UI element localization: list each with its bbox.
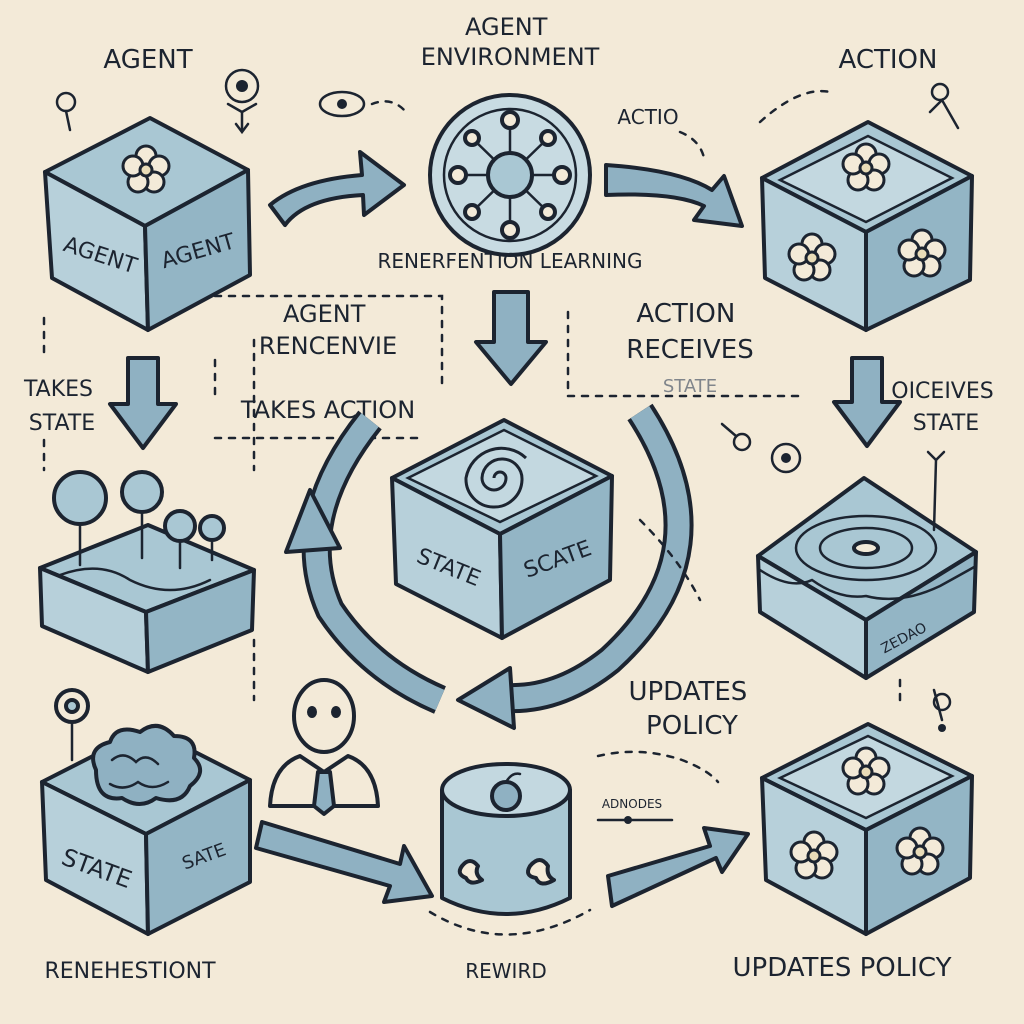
- terrain-trees-block: [38, 470, 256, 674]
- environment-hub: [428, 93, 592, 257]
- slider-knob: [624, 816, 632, 824]
- apple-icon: [490, 772, 522, 812]
- label-actio: ACTIO: [617, 105, 678, 129]
- hook-icon: [758, 82, 960, 130]
- dashed-frame-right: [566, 310, 802, 398]
- label-updates-policy-mid-line2: POLICY: [646, 711, 738, 741]
- label-action-receives-line2: RECEIVES: [626, 335, 753, 365]
- tree-icon: [120, 470, 164, 560]
- label-agent-environment-line1: AGENT: [465, 13, 548, 41]
- tree-icon: [198, 514, 226, 562]
- label-action-top: ACTION: [839, 45, 938, 75]
- arrow-down-center: [474, 290, 548, 386]
- state-box-bottom-left: STATE SATE: [40, 724, 252, 936]
- pin-icon: [54, 688, 90, 762]
- pin-icon: [55, 91, 77, 132]
- person-icon: [268, 678, 380, 816]
- label-oiceives-state-line2: STATE: [913, 411, 979, 436]
- tree-icon: [52, 470, 108, 567]
- label-agent-rencenvie-line2: RENCENVIE: [259, 332, 397, 360]
- action-box: [760, 120, 974, 332]
- target-small-icon: [770, 442, 802, 474]
- dashed-frame-left: [213, 294, 444, 402]
- blob-icon: [457, 859, 484, 885]
- arrow-environment-to-action: [604, 163, 744, 228]
- label-agent-rencenvie: AGENT RENCENVIE: [259, 300, 397, 360]
- label-action-receives-line1: ACTION: [636, 299, 735, 329]
- label-updates-policy-bottom: UPDATES POLICY: [733, 953, 952, 983]
- label-agent-environment-line2: ENVIRONMENT: [421, 43, 600, 71]
- label-updates-policy-mid-line1: UPDATES: [628, 677, 747, 707]
- label-faint-state: STATE: [663, 376, 717, 397]
- tree-icon: [163, 509, 197, 570]
- label-takes-state-line1: TAKES: [23, 377, 93, 402]
- spiral-icon: [464, 446, 528, 509]
- label-agent-environment: AGENT ENVIRONMENT: [421, 13, 600, 71]
- label-updates-policy-mid: UPDATES POLICY: [628, 677, 755, 741]
- blob-icon: [526, 858, 556, 886]
- policy-box: [760, 722, 974, 936]
- label-reneestiont: RENEHESTIONT: [44, 959, 216, 984]
- pin-icon: [932, 688, 952, 732]
- dashed-arc-bottom: [428, 908, 592, 936]
- brain-icon: [91, 724, 202, 806]
- knob-icon: [720, 422, 752, 452]
- arrow-state-to-reward: [254, 820, 434, 904]
- dashed-connector-mid: [596, 750, 720, 784]
- label-adnodes: ADNODES: [602, 797, 662, 811]
- arrow-down-left: [108, 356, 178, 450]
- arrow-agent-to-environment: [268, 150, 406, 227]
- target-plate-block: ZEDAO: [756, 450, 978, 680]
- label-agent-top: AGENT: [103, 45, 192, 75]
- label-action-receives: ACTION RECEIVES: [626, 299, 753, 365]
- dashed-connector-top: [678, 130, 706, 160]
- label-oiceives-state-line1: OICEIVES: [891, 379, 993, 404]
- eye-small-icon: [318, 90, 408, 118]
- label-takes-action: TAKES ACTION: [240, 396, 415, 424]
- state-box-center: STATE SCATE: [390, 418, 614, 640]
- arrow-down-right: [832, 356, 902, 448]
- label-agent-rencenvie-line1: AGENT: [283, 300, 366, 328]
- network-icon: [448, 110, 572, 240]
- arrow-reward-to-policy: [606, 826, 750, 908]
- caption-rl: RENERFENTION LEARNING: [378, 249, 643, 273]
- reward-cylinder: [440, 762, 572, 916]
- label-oiceives-state: OICEIVES STATE: [891, 379, 1000, 436]
- label-takes-state: TAKES STATE: [23, 377, 100, 436]
- flag-pole-icon: [932, 458, 938, 532]
- label-takes-state-line2: STATE: [29, 411, 95, 436]
- dashed-connector-right: [638, 518, 702, 602]
- agent-box: AGENT AGENT: [43, 116, 252, 332]
- cycle-arrows: [284, 403, 694, 730]
- eye-icon: [224, 68, 260, 135]
- label-rewird: REWIRD: [465, 959, 547, 983]
